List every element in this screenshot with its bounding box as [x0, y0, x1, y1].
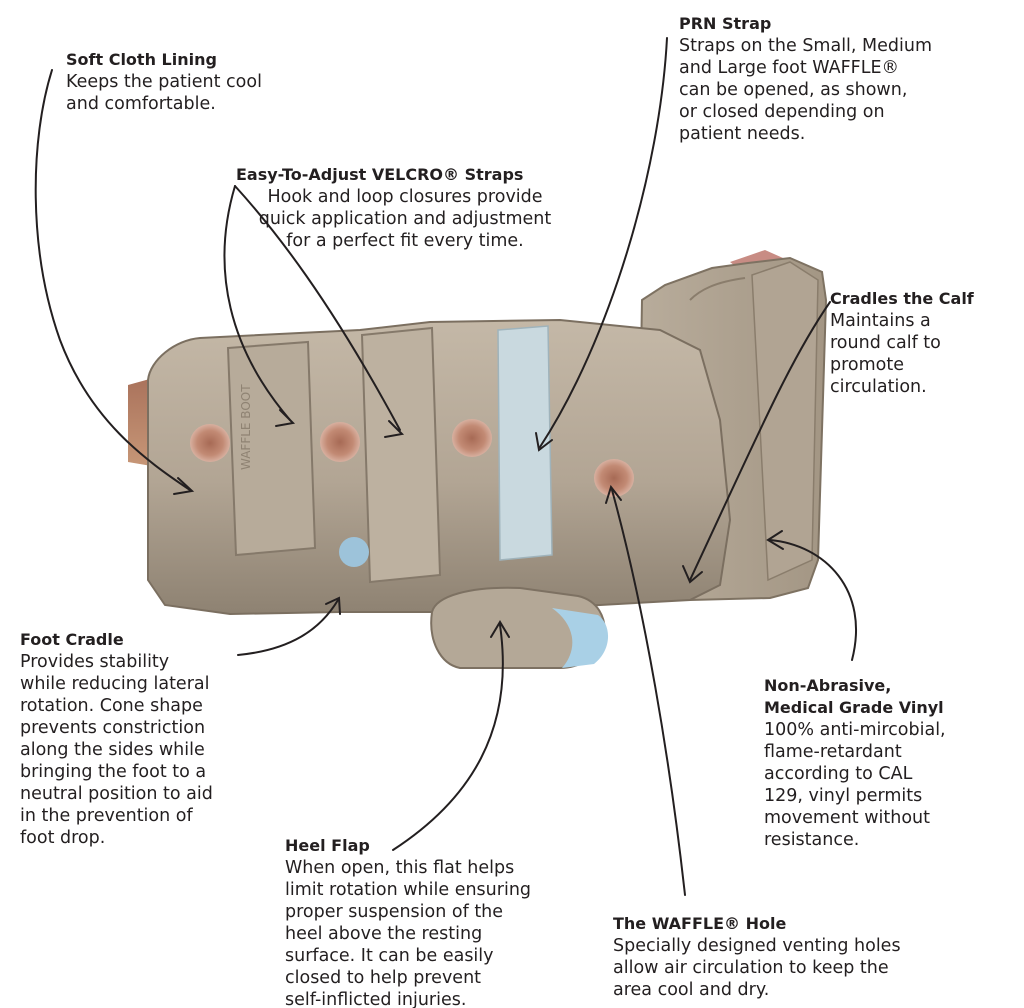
callout-cradles-the-calf: Cradles the Calf Maintains a round calf …: [830, 288, 1010, 398]
callout-foot-cradle: Foot Cradle Provides stability while red…: [20, 629, 265, 849]
callout-text: Hook and loop closures provide quick app…: [236, 186, 574, 252]
callout-title-line2: Medical Grade Vinyl: [764, 697, 1014, 719]
callout-title: Heel Flap: [285, 835, 575, 857]
waffle-hole-2: [320, 422, 360, 462]
callout-velcro-straps: Easy-To-Adjust VELCRO® Straps Hook and l…: [236, 164, 574, 252]
callout-soft-cloth-lining: Soft Cloth Lining Keeps the patient cool…: [66, 49, 296, 115]
callout-heel-flap: Heel Flap When open, this flat helps lim…: [285, 835, 575, 1008]
callout-text: Keeps the patient cool and comfortable.: [66, 71, 296, 115]
prn-strap: [498, 326, 552, 560]
callout-text: When open, this flat helps limit rotatio…: [285, 857, 575, 1008]
callout-title: Easy-To-Adjust VELCRO® Straps: [236, 164, 574, 186]
waffle-hole-1: [190, 424, 230, 462]
callout-text: Straps on the Small, Medium and Large fo…: [679, 35, 984, 145]
callout-text: Maintains a round calf to promote circul…: [830, 310, 1010, 398]
callout-title: Soft Cloth Lining: [66, 49, 296, 71]
callout-text: Specially designed venting holes allow a…: [613, 935, 953, 1001]
callout-title: The WAFFLE® Hole: [613, 913, 953, 935]
velcro-strap-2: [362, 328, 440, 582]
waffle-hole-5: [339, 537, 369, 567]
callout-waffle-hole: The WAFFLE® Hole Specially designed vent…: [613, 913, 953, 1001]
callout-title: PRN Strap: [679, 13, 984, 35]
callout-title-line1: Non-Abrasive,: [764, 675, 1014, 697]
callout-title: Foot Cradle: [20, 629, 265, 651]
callout-non-abrasive-vinyl: Non-Abrasive, Medical Grade Vinyl 100% a…: [764, 675, 1014, 851]
callout-text: Provides stability while reducing latera…: [20, 651, 265, 849]
callout-title: Cradles the Calf: [830, 288, 1010, 310]
callout-prn-strap: PRN Strap Straps on the Small, Medium an…: [679, 13, 984, 145]
waffle-hole-3: [452, 419, 492, 457]
callout-text: 100% anti-mircobial, flame-retardant acc…: [764, 719, 1014, 851]
product-stamp: WAFFLE BOOT: [239, 384, 253, 470]
